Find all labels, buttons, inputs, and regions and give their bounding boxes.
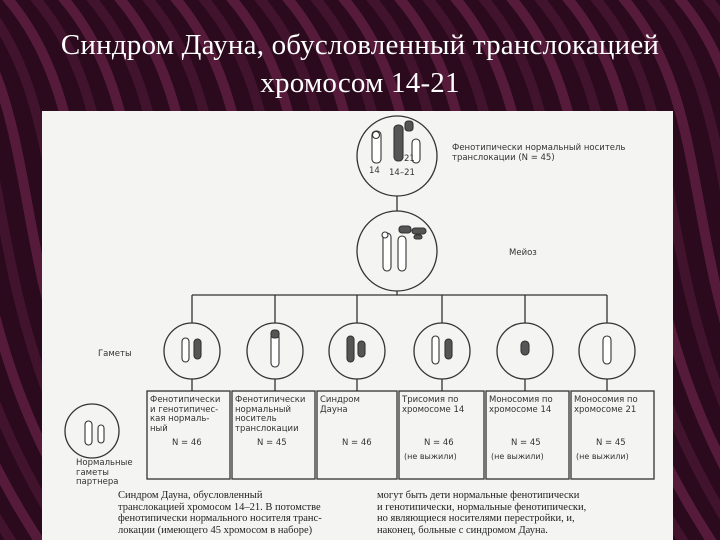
label-21: 21 bbox=[404, 154, 415, 164]
caption-left: Синдром Дауна, обусловленный транслокаци… bbox=[118, 490, 322, 536]
outcome-box-5 bbox=[485, 390, 570, 480]
outcome-box-line: Синдром bbox=[320, 395, 360, 405]
outcome-box-count: N = 46 bbox=[172, 438, 202, 448]
carrier-count: (N = 45) bbox=[518, 153, 555, 163]
outcome-box-line: Фенотипически bbox=[150, 395, 221, 405]
gamete-4 bbox=[413, 322, 471, 380]
outcome-box-note: (не выжили) bbox=[491, 452, 544, 461]
gamete-1 bbox=[163, 322, 221, 380]
outcome-box-count: N = 46 bbox=[424, 438, 454, 448]
outcome-box-note: (не выжили) bbox=[404, 452, 457, 461]
outcome-box-count: N = 46 bbox=[342, 438, 372, 448]
diagram-drawing bbox=[64, 115, 655, 480]
outcome-box-line: транслокации bbox=[235, 423, 299, 434]
translocation-diagram: 14 21 14–21 Фенотипически нормальный нос… bbox=[42, 111, 673, 540]
gametes-label: Гаметы bbox=[98, 349, 132, 359]
outcome-box-note: (не выжили) bbox=[576, 452, 629, 461]
background-stripe bbox=[589, 0, 720, 408]
outcome-box-line: Моносомия по bbox=[489, 395, 553, 405]
outcome-box-1 bbox=[146, 390, 231, 480]
outcome-box-line: Фенотипически bbox=[235, 395, 306, 405]
outcome-box-line: Дауна bbox=[320, 404, 348, 415]
gamete-3 bbox=[328, 322, 386, 380]
title-line-2: хромосом 14-21 bbox=[260, 67, 460, 99]
outcome-box-line: хромосоме 14 bbox=[489, 404, 552, 415]
title-line-1: Синдром Дауна, обусловленный транслокаци… bbox=[60, 29, 660, 61]
background-stripe bbox=[0, 400, 73, 540]
outcome-box-line: кая нормаль- bbox=[150, 414, 210, 424]
background-stripe bbox=[673, 0, 720, 79]
outcome-box-count: N = 45 bbox=[511, 438, 541, 448]
carrier-label-line-2: транслокации (N = 45) bbox=[452, 153, 555, 163]
outcome-box-line: Моносомия по bbox=[574, 395, 638, 405]
outcome-box-count: N = 45 bbox=[257, 438, 287, 448]
background-stripe bbox=[617, 0, 720, 324]
slide-title: Синдром Дауна, обусловленный транслокаци… bbox=[0, 26, 720, 102]
outcome-box-line: Трисомия по bbox=[402, 395, 459, 405]
label-14-21: 14–21 bbox=[389, 168, 415, 178]
background-stripe bbox=[645, 0, 720, 192]
outcome-box-line: и генотипичес- bbox=[150, 404, 219, 415]
partner-cell bbox=[64, 403, 120, 459]
carrier-label-line-1: Фенотипически нормальный носитель bbox=[452, 143, 626, 153]
caption-right: могут быть дети нормальные фенотипически… bbox=[377, 490, 587, 536]
carrier-label: Фенотипически нормальный носитель трансл… bbox=[452, 143, 667, 163]
outcome-box-line: хромосоме 14 bbox=[402, 404, 465, 415]
outcome-box-line: носитель bbox=[235, 414, 277, 424]
outcome-box-4 bbox=[398, 390, 485, 480]
partner-label: Нормальные гаметы партнера bbox=[76, 458, 133, 487]
outcome-box-line: нормальный bbox=[235, 404, 292, 415]
outcome-box-count: N = 45 bbox=[596, 438, 626, 448]
outcome-box-2 bbox=[231, 390, 316, 480]
meiosis-cell bbox=[356, 210, 438, 292]
label-14: 14 bbox=[369, 166, 380, 176]
outcome-box-line: ный bbox=[150, 423, 168, 434]
outcome-box-6 bbox=[570, 390, 655, 480]
meiosis-label: Мейоз bbox=[509, 248, 537, 258]
outcome-box-line: хромосоме 21 bbox=[574, 404, 637, 415]
outcome-box-3 bbox=[316, 390, 398, 480]
